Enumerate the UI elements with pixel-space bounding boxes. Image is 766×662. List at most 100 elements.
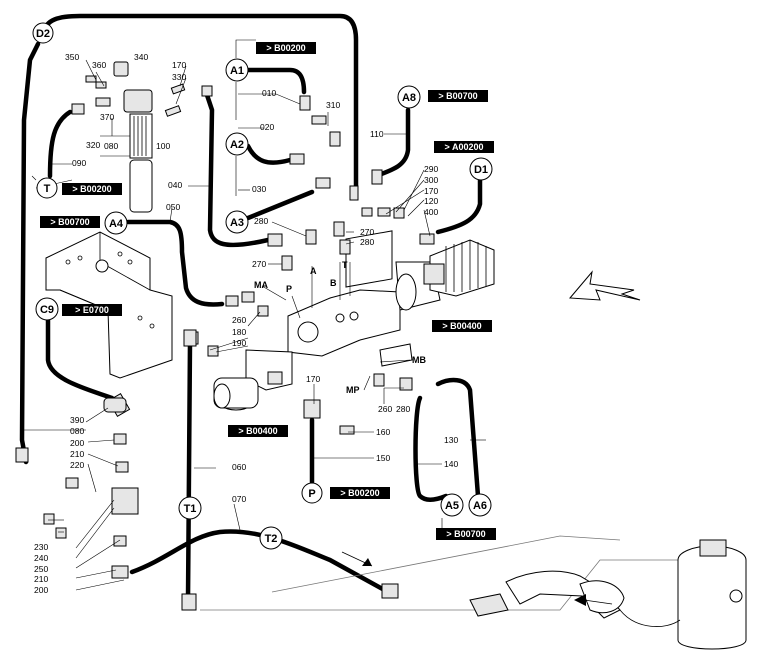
svg-text:390: 390 xyxy=(70,415,84,425)
svg-text:190: 190 xyxy=(232,338,246,348)
svg-text:140: 140 xyxy=(444,459,458,469)
svg-text:> B00700: > B00700 xyxy=(446,529,485,539)
hose-040 xyxy=(203,89,271,248)
callout-A3: A3 xyxy=(225,210,249,234)
hose-120 xyxy=(435,177,483,235)
svg-text:160: 160 xyxy=(376,427,390,437)
ref-box-B00700-a4[interactable]: > B00700 xyxy=(40,216,100,228)
svg-text:060: 060 xyxy=(232,462,246,472)
callout-A4: A4 xyxy=(104,211,128,235)
callout-T1: T1 xyxy=(178,496,202,520)
svg-text:090: 090 xyxy=(72,158,86,168)
leader-lines xyxy=(24,39,492,591)
svg-text:170: 170 xyxy=(172,60,186,70)
svg-text:220: 220 xyxy=(70,460,84,470)
hydraulic-pump xyxy=(213,349,293,411)
ref-box-B00700-a56[interactable]: > B00700 xyxy=(436,528,496,540)
svg-text:030: 030 xyxy=(252,184,266,194)
svg-text:280: 280 xyxy=(254,216,268,226)
svg-text:D1: D1 xyxy=(474,164,488,176)
svg-text:MB: MB xyxy=(412,355,426,365)
hose-060 xyxy=(185,339,193,603)
hose-050 xyxy=(125,219,225,307)
svg-text:200: 200 xyxy=(70,438,84,448)
part-numbers: 350 360 340 170 330 370 320 080 100 090 … xyxy=(34,52,458,595)
port-labels: MA MB MP A B T P xyxy=(254,260,426,395)
svg-text:> B00700: > B00700 xyxy=(50,217,89,227)
ref-box-E0700[interactable]: > E0700 xyxy=(62,304,122,316)
svg-text:A6: A6 xyxy=(473,500,487,512)
svg-text:150: 150 xyxy=(376,453,390,463)
ref-box-B00200-top[interactable]: > B00200 xyxy=(256,42,316,54)
svg-text:040: 040 xyxy=(168,180,182,190)
ref-box-B00700-a8[interactable]: > B00700 xyxy=(428,90,488,102)
ref-box-B00400-pump[interactable]: > B00400 xyxy=(228,425,288,437)
svg-text:020: 020 xyxy=(260,122,274,132)
svg-text:P: P xyxy=(308,488,315,500)
svg-text:P: P xyxy=(286,284,292,294)
svg-text:MA: MA xyxy=(254,280,268,290)
svg-text:010: 010 xyxy=(262,88,276,98)
svg-text:340: 340 xyxy=(134,52,148,62)
svg-text:050: 050 xyxy=(166,202,180,212)
callout-T: T xyxy=(36,177,58,199)
callout-C9: C9 xyxy=(35,297,59,321)
svg-text:120: 120 xyxy=(424,196,438,206)
svg-text:> B00200: > B00200 xyxy=(266,43,305,53)
callout-D1: D1 xyxy=(469,157,493,181)
svg-text:T: T xyxy=(342,260,348,270)
svg-text:130: 130 xyxy=(444,435,458,445)
svg-text:> B00700: > B00700 xyxy=(438,91,477,101)
svg-text:260: 260 xyxy=(378,404,392,414)
svg-text:180: 180 xyxy=(232,327,246,337)
svg-text:290: 290 xyxy=(424,164,438,174)
hose-080 xyxy=(19,41,41,465)
svg-text:070: 070 xyxy=(232,494,246,504)
svg-text:400: 400 xyxy=(424,207,438,217)
svg-text:> E0700: > E0700 xyxy=(75,305,109,315)
hose-130 xyxy=(413,395,449,502)
hose-010 xyxy=(245,67,307,95)
svg-text:100: 100 xyxy=(156,141,170,151)
svg-text:370: 370 xyxy=(100,112,114,122)
ref-box-B00200-p[interactable]: > B00200 xyxy=(330,487,390,499)
svg-text:080: 080 xyxy=(104,141,118,151)
ref-box-B00200-t[interactable]: > B00200 xyxy=(62,183,122,195)
svg-text:A: A xyxy=(310,266,317,276)
svg-text:A5: A5 xyxy=(445,500,459,512)
callout-P: P xyxy=(301,482,323,504)
svg-text:T1: T1 xyxy=(184,503,197,515)
callout-A8: A8 xyxy=(397,85,421,109)
svg-text:T: T xyxy=(44,183,51,195)
svg-text:A1: A1 xyxy=(230,65,244,77)
callout-D2: D2 xyxy=(32,22,54,44)
callout-T2: T2 xyxy=(259,526,283,550)
oil-tank xyxy=(200,535,747,650)
svg-text:B: B xyxy=(330,278,337,288)
orientation-arrow xyxy=(568,270,641,301)
svg-text:A8: A8 xyxy=(402,92,416,104)
svg-text:250: 250 xyxy=(34,564,48,574)
svg-text:230: 230 xyxy=(34,542,48,552)
callout-A6: A6 xyxy=(468,493,492,517)
part-number-280-lower: 280 xyxy=(396,404,410,414)
svg-text:270: 270 xyxy=(360,227,374,237)
tee-block xyxy=(43,393,139,579)
svg-text:210: 210 xyxy=(34,574,48,584)
hose-d2-top xyxy=(41,13,359,191)
ref-box-B00400-fan[interactable]: > B00400 xyxy=(432,320,492,332)
svg-text:A2: A2 xyxy=(230,139,244,151)
svg-text:280: 280 xyxy=(360,237,374,247)
hose-030 xyxy=(245,189,315,221)
svg-text:360: 360 xyxy=(92,60,106,70)
svg-text:MP: MP xyxy=(346,385,360,395)
callout-A5: A5 xyxy=(440,493,464,517)
svg-text:C9: C9 xyxy=(40,304,54,316)
svg-text:110: 110 xyxy=(370,129,384,139)
hose-020 xyxy=(245,143,293,165)
svg-text:170: 170 xyxy=(424,186,438,196)
svg-text:> B00400: > B00400 xyxy=(238,426,277,436)
svg-text:240: 240 xyxy=(34,553,48,563)
ref-box-A00200[interactable]: > A00200 xyxy=(434,141,494,153)
